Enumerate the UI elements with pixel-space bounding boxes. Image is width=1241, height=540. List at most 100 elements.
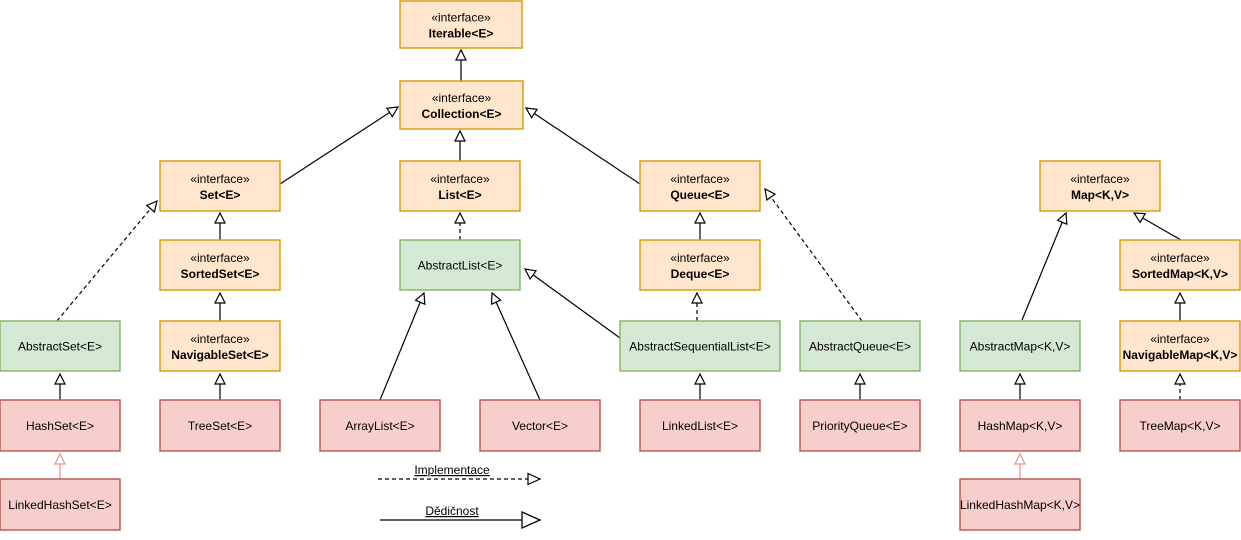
node-queue-label: Queue<E> bbox=[670, 188, 729, 202]
node-queue-box bbox=[639, 160, 761, 212]
node-map-label: Map<K,V> bbox=[1071, 188, 1129, 202]
node-iterable: «interface» Iterable<E> bbox=[399, 0, 523, 49]
node-abstractsequentiallist-label: AbstractSequentialList<E> bbox=[629, 340, 770, 354]
node-abstractset: AbstractSet<E> bbox=[0, 320, 121, 372]
node-navigableset-stereotype: «interface» bbox=[190, 332, 250, 346]
node-hashmap: HashMap<K,V> bbox=[959, 399, 1081, 452]
node-deque-box bbox=[639, 239, 761, 291]
edge-abstractsequentiallist-to-abstractlist-inheritance bbox=[523, 268, 621, 339]
node-abstractmap: AbstractMap<K,V> bbox=[959, 320, 1081, 372]
node-arraylist-box bbox=[319, 399, 441, 452]
node-priorityqueue-box bbox=[799, 399, 921, 452]
node-set: «interface» Set<E> bbox=[159, 160, 281, 212]
node-navigableset: «interface» NavigableSet<E> bbox=[159, 320, 281, 372]
node-collection: «interface» Collection<E> bbox=[399, 80, 524, 130]
node-iterable-box bbox=[399, 0, 523, 49]
node-abstractlist-box bbox=[399, 239, 521, 291]
edges-layer bbox=[54, 48, 1186, 479]
node-set-box bbox=[159, 160, 281, 212]
node-treemap-label: TreeMap<K,V> bbox=[1140, 419, 1221, 433]
edge-abstractqueue-to-queue-implementation bbox=[764, 187, 863, 322]
node-sortedset-label: SortedSet<E> bbox=[181, 267, 260, 281]
node-queue-stereotype: «interface» bbox=[670, 172, 730, 186]
node-priorityqueue-label: PriorityQueue<E> bbox=[812, 419, 907, 433]
node-abstractsequentiallist-box bbox=[619, 320, 781, 372]
node-sortedset: «interface» SortedSet<E> bbox=[159, 239, 281, 291]
node-hashmap-box bbox=[959, 399, 1081, 452]
legend: Implementace Dědičnost bbox=[378, 463, 542, 530]
legend-inheritance-label: Dědičnost bbox=[425, 504, 479, 518]
node-iterable-label: Iterable<E> bbox=[429, 27, 494, 41]
node-arraylist-label: ArrayList<E> bbox=[345, 419, 414, 433]
node-hashset-box bbox=[0, 399, 121, 452]
node-abstractsequentiallist: AbstractSequentialList<E> bbox=[619, 320, 781, 372]
node-map-box bbox=[1039, 160, 1161, 212]
node-collection-stereotype: «interface» bbox=[432, 91, 492, 105]
node-linkedlist: LinkedList<E> bbox=[639, 399, 761, 452]
node-navigablemap-stereotype: «interface» bbox=[1150, 332, 1210, 346]
node-set-label: Set<E> bbox=[200, 188, 241, 202]
node-sortedset-box bbox=[159, 239, 281, 291]
node-treeset-box bbox=[159, 399, 281, 452]
node-sortedset-stereotype: «interface» bbox=[190, 251, 250, 265]
edge-sortedmap-to-map-inheritance bbox=[1132, 212, 1182, 241]
node-navigableset-label: NavigableSet<E> bbox=[171, 348, 268, 362]
edge-vector-to-abstractlist-inheritance bbox=[490, 291, 541, 401]
node-linkedlist-label: LinkedList<E> bbox=[662, 419, 738, 433]
node-deque: «interface» Deque<E> bbox=[639, 239, 761, 291]
node-list-box bbox=[399, 160, 521, 212]
node-linkedhashmap-box bbox=[959, 478, 1081, 531]
node-treeset: TreeSet<E> bbox=[159, 399, 281, 452]
node-abstractlist-label: AbstractList<E> bbox=[418, 259, 503, 273]
node-hashmap-label: HashMap<K,V> bbox=[978, 419, 1063, 433]
node-abstractqueue-label: AbstractQueue<E> bbox=[809, 340, 911, 354]
node-abstractqueue-box bbox=[799, 320, 921, 372]
node-deque-stereotype: «interface» bbox=[670, 251, 730, 265]
edge-queue-to-collection-inheritance bbox=[524, 107, 641, 185]
edge-abstractset-to-set-implementation bbox=[56, 199, 158, 322]
node-set-stereotype: «interface» bbox=[190, 172, 250, 186]
node-navigablemap: «interface» NavigableMap<K,V> bbox=[1119, 320, 1241, 372]
node-queue: «interface» Queue<E> bbox=[639, 160, 761, 212]
node-collection-label: Collection<E> bbox=[421, 107, 501, 121]
node-abstractmap-box bbox=[959, 320, 1081, 372]
node-linkedhashmap-label: LinkedHashMap<K,V> bbox=[960, 498, 1080, 512]
node-abstractlist: AbstractList<E> bbox=[399, 239, 521, 291]
legend-implementation-label: Implementace bbox=[414, 463, 490, 477]
node-navigablemap-label: NavigableMap<K,V> bbox=[1123, 348, 1238, 362]
node-treeset-label: TreeSet<E> bbox=[188, 419, 252, 433]
node-linkedhashset-box bbox=[0, 478, 121, 531]
edge-set-to-collection-inheritance bbox=[279, 106, 400, 185]
node-sortedmap-label: SortedMap<K,V> bbox=[1132, 267, 1228, 281]
node-vector-box bbox=[479, 399, 601, 452]
node-arraylist: ArrayList<E> bbox=[319, 399, 441, 452]
node-abstractqueue: AbstractQueue<E> bbox=[799, 320, 921, 372]
node-navigableset-box bbox=[159, 320, 281, 372]
node-hashset: HashSet<E> bbox=[0, 399, 121, 452]
node-abstractmap-label: AbstractMap<K,V> bbox=[970, 340, 1071, 354]
node-treemap: TreeMap<K,V> bbox=[1119, 399, 1241, 452]
node-map-stereotype: «interface» bbox=[1070, 172, 1130, 186]
node-collection-box bbox=[399, 80, 524, 130]
node-hashset-label: HashSet<E> bbox=[26, 419, 94, 433]
node-list-stereotype: «interface» bbox=[430, 172, 490, 186]
node-treemap-box bbox=[1119, 399, 1241, 452]
node-linkedhashmap: LinkedHashMap<K,V> bbox=[959, 478, 1081, 531]
node-linkedhashset-label: LinkedHashSet<E> bbox=[8, 498, 111, 512]
node-linkedhashset: LinkedHashSet<E> bbox=[0, 478, 121, 531]
edge-abstractmap-to-map-inheritance bbox=[1021, 211, 1068, 321]
node-iterable-stereotype: «interface» bbox=[431, 11, 491, 25]
node-abstractset-box bbox=[0, 320, 121, 372]
node-linkedlist-box bbox=[639, 399, 761, 452]
node-vector: Vector<E> bbox=[479, 399, 601, 452]
node-map: «interface» Map<K,V> bbox=[1039, 160, 1161, 212]
node-list: «interface» List<E> bbox=[399, 160, 521, 212]
node-abstractset-label: AbstractSet<E> bbox=[18, 340, 102, 354]
node-sortedmap-box bbox=[1119, 239, 1241, 291]
node-deque-label: Deque<E> bbox=[671, 267, 730, 281]
node-list-label: List<E> bbox=[438, 188, 481, 202]
node-vector-label: Vector<E> bbox=[512, 419, 568, 433]
node-sortedmap: «interface»SortedMap<K,V> bbox=[1119, 239, 1241, 291]
